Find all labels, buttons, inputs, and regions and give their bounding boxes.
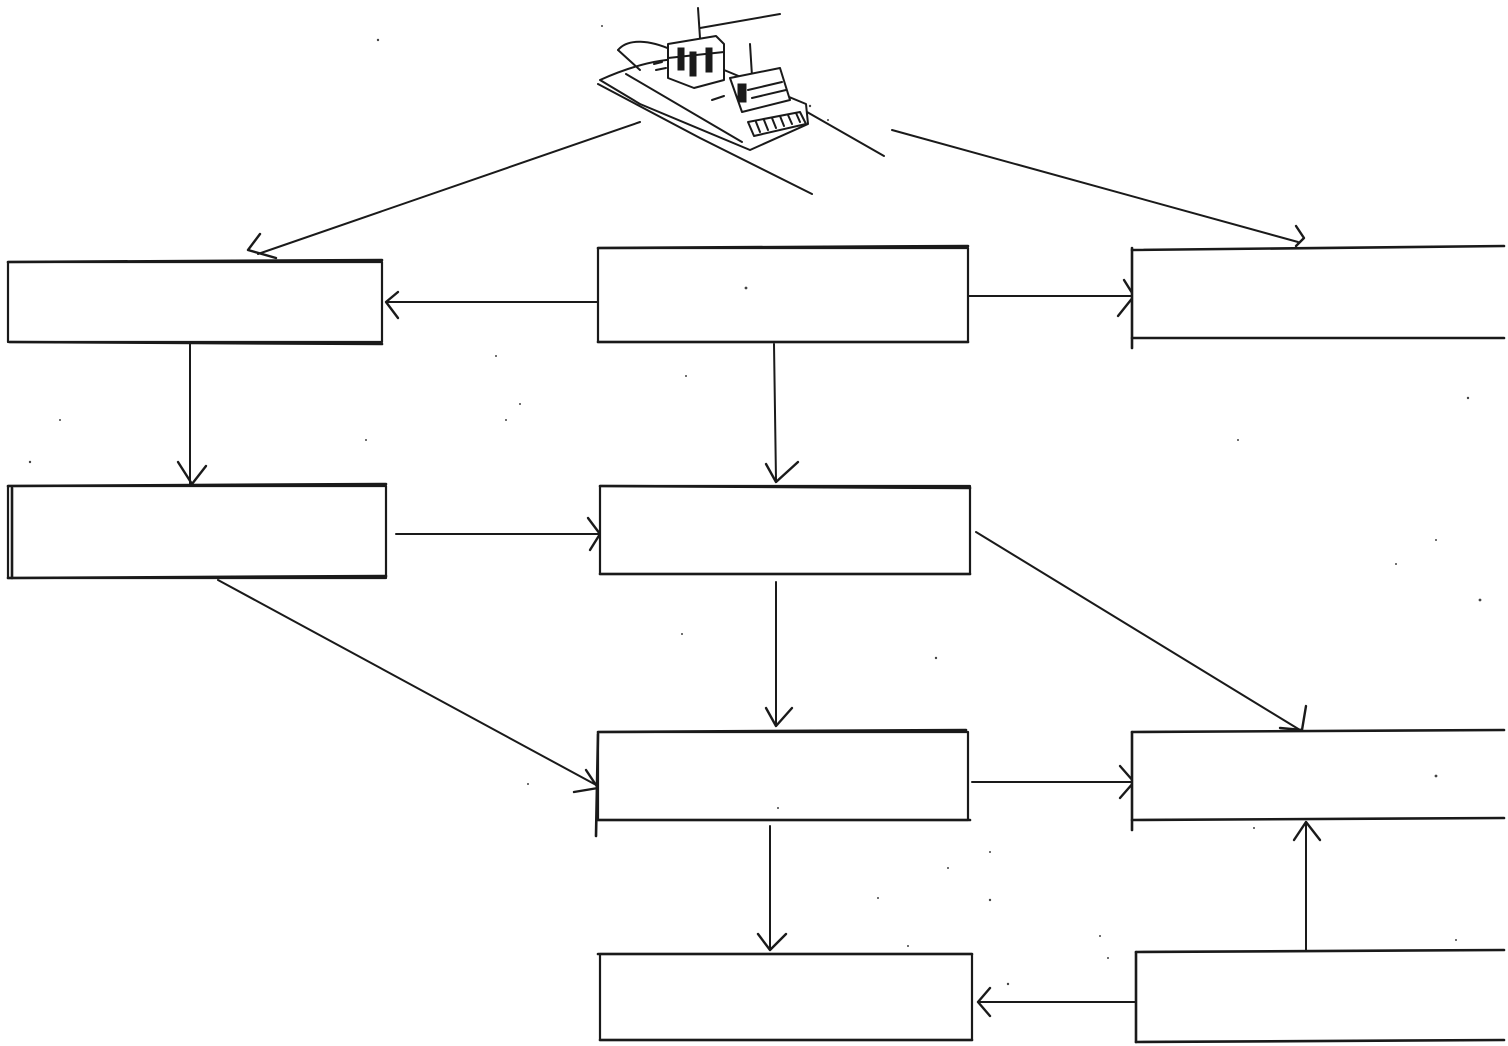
arrow-head bbox=[764, 460, 800, 484]
box-center-3 bbox=[594, 728, 972, 838]
box-left-2 bbox=[6, 482, 388, 580]
box-right-1 bbox=[1130, 244, 1508, 350]
box-right-3 bbox=[1130, 728, 1508, 832]
arrow-head bbox=[756, 932, 788, 952]
fishing-boat-illustration bbox=[597, 7, 885, 195]
arrow-head bbox=[1292, 820, 1322, 842]
connector-lines bbox=[176, 121, 1322, 1018]
edge-boat-left-1 bbox=[257, 121, 641, 255]
box-left-1 bbox=[6, 258, 384, 346]
box-center-1 bbox=[596, 244, 970, 344]
edge-left-2-center-3 bbox=[217, 579, 599, 787]
edge-boat-right-1 bbox=[891, 129, 1299, 243]
arrow-head bbox=[1294, 224, 1306, 248]
box-center-2 bbox=[598, 484, 972, 576]
box-right-4 bbox=[1134, 948, 1508, 1044]
arrow-head bbox=[764, 706, 794, 728]
arrow-head bbox=[246, 232, 278, 260]
arrow-head bbox=[176, 460, 208, 486]
arrow-head bbox=[976, 986, 992, 1018]
arrow-head bbox=[384, 290, 400, 320]
box-center-4 bbox=[596, 952, 974, 1042]
arrow-head bbox=[572, 768, 600, 794]
scan-noise bbox=[28, 25, 1482, 986]
edge-center-2-right-3 bbox=[975, 531, 1301, 731]
flowchart-boxes bbox=[6, 244, 1508, 1044]
edge-center-1-center-2 bbox=[773, 343, 777, 481]
